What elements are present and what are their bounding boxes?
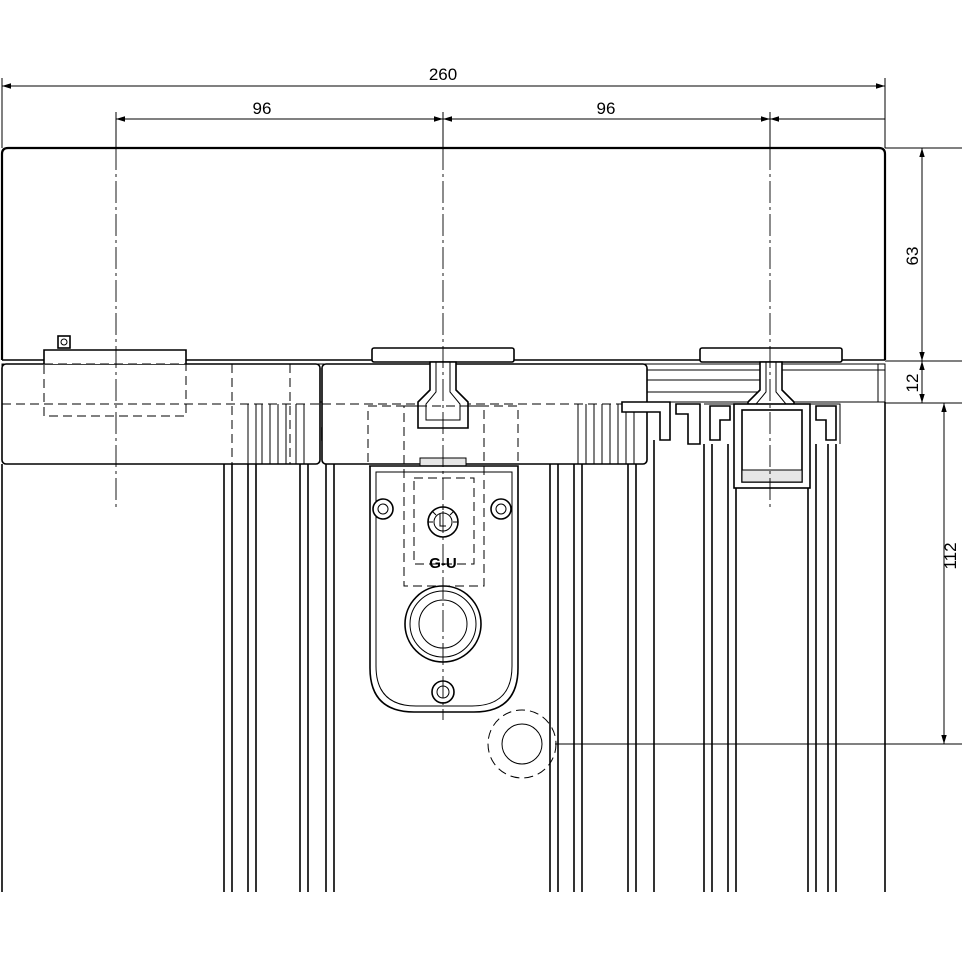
center-lines [115,148,771,720]
left-end-block [1,335,333,465]
dimension-label-right-span: 96 [597,99,616,118]
dimension-overall-width: 260 [1,65,886,148]
dimension-label-track-height: 12 [903,374,922,393]
dimension-right-span: 96 [443,99,885,148]
left-frame-lines [1,464,335,892]
guide-roller [487,709,557,779]
dimension-vertical: 63 12 112 [555,147,962,745]
left-block-hatching [247,404,305,464]
right-frame-lines [703,402,886,892]
dimension-label-lower-height: 112 [941,542,960,569]
right-glazing-channel [621,401,841,489]
center-block-hatching [577,404,635,464]
center-frame-lines [549,440,655,892]
dimension-label-overall: 260 [429,65,457,84]
dimension-label-left-span: 96 [253,99,272,118]
hanger-plate [369,465,519,713]
dimension-left-span: 96 [115,99,444,148]
ceiling-box [0,146,887,361]
dimension-label-top-height: 63 [903,247,922,266]
